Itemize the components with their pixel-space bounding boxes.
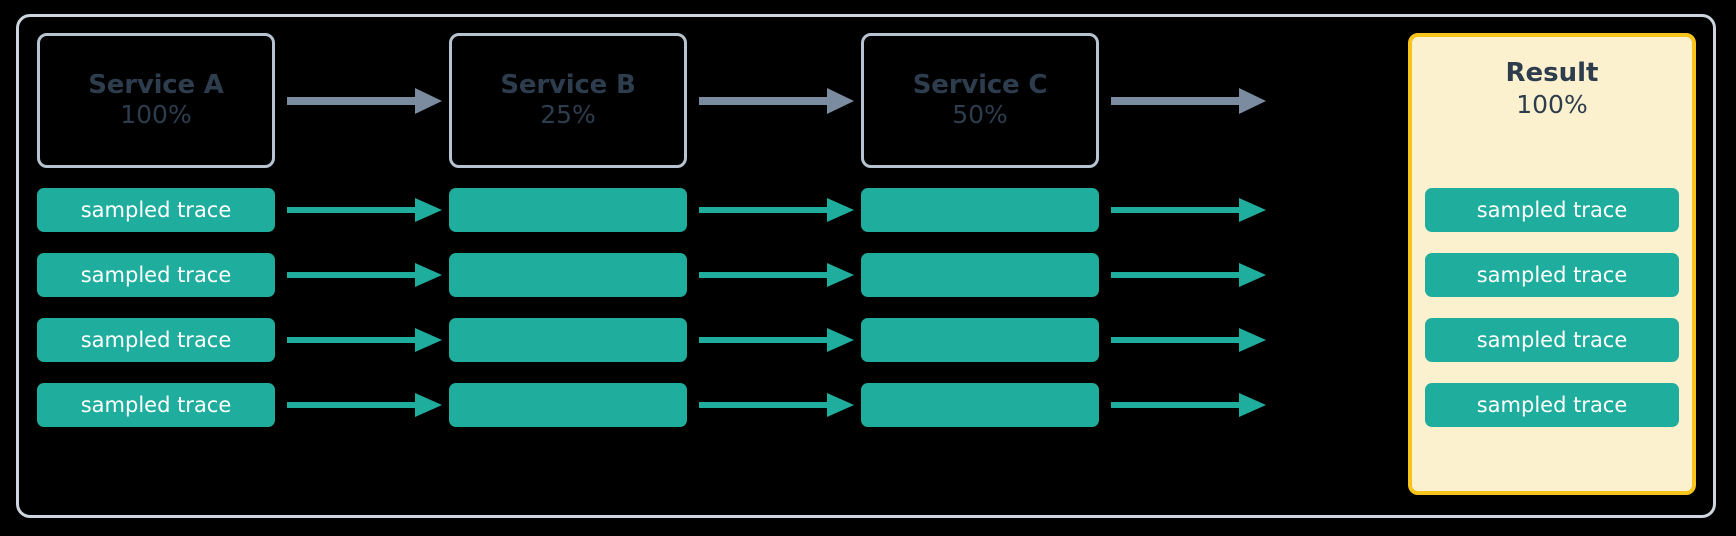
service-name-a: Service A — [88, 69, 224, 100]
trace-bar-a-1: sampled trace — [37, 188, 275, 232]
trace-arrow-b-to-c-4 — [699, 393, 854, 417]
trace-arrow-b-to-c-2 — [699, 263, 854, 287]
result-header: Result 100% — [1412, 59, 1692, 119]
service-flow-arrow-b-to-c — [699, 88, 854, 114]
trace-bar-result-1: sampled trace — [1425, 188, 1679, 232]
trace-bar-c-3 — [861, 318, 1099, 362]
trace-arrow-c-to-result-2 — [1111, 263, 1266, 287]
trace-bar-b-3 — [449, 318, 687, 362]
trace-arrow-c-to-result-3 — [1111, 328, 1266, 352]
trace-bar-a-4: sampled trace — [37, 383, 275, 427]
service-flow-arrow-a-to-b — [287, 88, 442, 114]
trace-arrow-b-to-c-1 — [699, 198, 854, 222]
trace-label-a-3: sampled trace — [80, 327, 232, 352]
trace-arrow-c-to-result-4 — [1111, 393, 1266, 417]
result-percent: 100% — [1516, 89, 1588, 119]
service-box-b: Service B 25% — [449, 33, 687, 168]
trace-arrow-a-to-b-1 — [287, 198, 442, 222]
trace-bar-b-1 — [449, 188, 687, 232]
trace-label-a-4: sampled trace — [80, 392, 232, 417]
service-flow-arrow-c-to-result — [1111, 88, 1266, 114]
service-name-b: Service B — [500, 69, 636, 100]
trace-bar-c-1 — [861, 188, 1099, 232]
trace-label-a-1: sampled trace — [80, 197, 232, 222]
trace-bar-b-4 — [449, 383, 687, 427]
trace-bar-result-4: sampled trace — [1425, 383, 1679, 427]
trace-bar-result-2: sampled trace — [1425, 253, 1679, 297]
service-percent-a: 100% — [120, 100, 192, 130]
trace-bar-b-2 — [449, 253, 687, 297]
trace-label-result-1: sampled trace — [1476, 197, 1628, 222]
trace-bar-c-2 — [861, 253, 1099, 297]
trace-arrow-a-to-b-2 — [287, 263, 442, 287]
service-box-c: Service C 50% — [861, 33, 1099, 168]
service-box-a: Service A 100% — [37, 33, 275, 168]
service-percent-c: 50% — [952, 100, 1008, 130]
trace-label-result-3: sampled trace — [1476, 327, 1628, 352]
trace-bar-a-3: sampled trace — [37, 318, 275, 362]
service-percent-b: 25% — [540, 100, 596, 130]
diagram-outer-frame — [16, 14, 1716, 518]
service-name-c: Service C — [912, 69, 1048, 100]
trace-arrow-b-to-c-3 — [699, 328, 854, 352]
trace-label-result-2: sampled trace — [1476, 262, 1628, 287]
trace-arrow-c-to-result-1 — [1111, 198, 1266, 222]
result-title: Result — [1505, 58, 1599, 88]
trace-bar-a-2: sampled trace — [37, 253, 275, 297]
trace-label-result-4: sampled trace — [1476, 392, 1628, 417]
trace-label-a-2: sampled trace — [80, 262, 232, 287]
trace-arrow-a-to-b-3 — [287, 328, 442, 352]
trace-bar-c-4 — [861, 383, 1099, 427]
trace-arrow-a-to-b-4 — [287, 393, 442, 417]
trace-bar-result-3: sampled trace — [1425, 318, 1679, 362]
